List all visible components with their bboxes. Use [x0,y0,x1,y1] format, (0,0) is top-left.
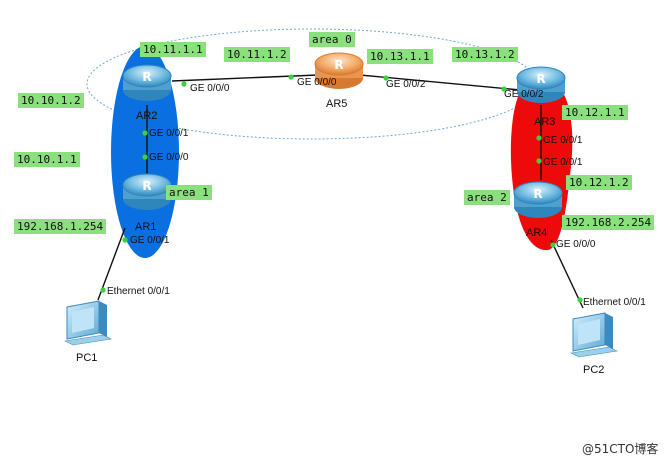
port-dot [577,297,583,303]
device-name: AR1 [135,221,157,233]
device-name: AR4 [526,227,548,239]
port-dot [288,74,294,80]
svg-text:R: R [536,72,545,86]
device-name: PC2 [583,364,605,376]
router-icon[interactable]: R [314,52,364,89]
ip-label: 10.12.1.1 [562,105,628,120]
svg-text:R: R [533,187,542,201]
area-label: area 2 [464,190,510,205]
pc-icon[interactable] [570,312,618,358]
ip-label: 10.11.1.2 [224,47,290,62]
port-dot [536,135,542,141]
port-dot [550,242,556,248]
router-icon[interactable]: R [122,64,172,101]
area-label: area 0 [309,32,355,47]
port-label: GE 0/0/0 [297,77,337,88]
ip-label: 10.10.1.2 [18,93,84,108]
router-icon[interactable]: R [516,66,566,103]
port-label: GE 0/0/0 [556,239,596,250]
ip-label: 192.168.2.254 [562,215,655,230]
link-ar4-pc2 [550,239,584,309]
svg-text:R: R [142,179,151,193]
port-label: Ethernet 0/0/1 [583,297,646,308]
device-name: AR2 [136,110,158,122]
pc-icon[interactable] [64,300,112,346]
router-icon[interactable]: R [122,173,172,210]
ip-label: 10.11.1.1 [140,42,206,57]
port-label: Ethernet 0/0/1 [107,286,170,297]
port-dot [142,130,148,136]
port-label: GE 0/0/2 [504,89,544,100]
ip-label: 10.10.1.1 [14,152,80,167]
port-dot [383,75,389,81]
ip-label: 192.168.1.254 [14,219,107,234]
device-name: AR5 [326,98,348,110]
device-name: PC1 [76,352,98,364]
port-dot [122,237,128,243]
router-icon[interactable]: R [513,181,563,218]
ip-label: 10.13.1.2 [452,47,518,62]
port-dot [181,81,187,87]
ip-label: 10.12.1.2 [566,175,632,190]
port-dot [142,154,148,160]
ip-label: 10.13.1.1 [367,49,433,64]
port-label: GE 0/0/1 [149,128,189,139]
link-ar2-ar5 [171,74,319,82]
port-label: GE 0/0/1 [543,157,583,168]
port-label: GE 0/0/2 [386,79,426,90]
device-name: AR3 [534,116,556,128]
port-dot [536,158,542,164]
port-dot [501,86,507,92]
port-label: GE 0/0/1 [543,135,583,146]
port-label: GE 0/0/0 [190,83,230,94]
svg-text:R: R [142,70,151,84]
port-dot [100,287,106,293]
port-label: GE 0/0/1 [130,235,170,246]
port-label: GE 0/0/0 [149,152,189,163]
area-label: area 1 [166,185,212,200]
svg-text:R: R [334,58,343,72]
watermark: @51CTO博客 [582,442,659,456]
